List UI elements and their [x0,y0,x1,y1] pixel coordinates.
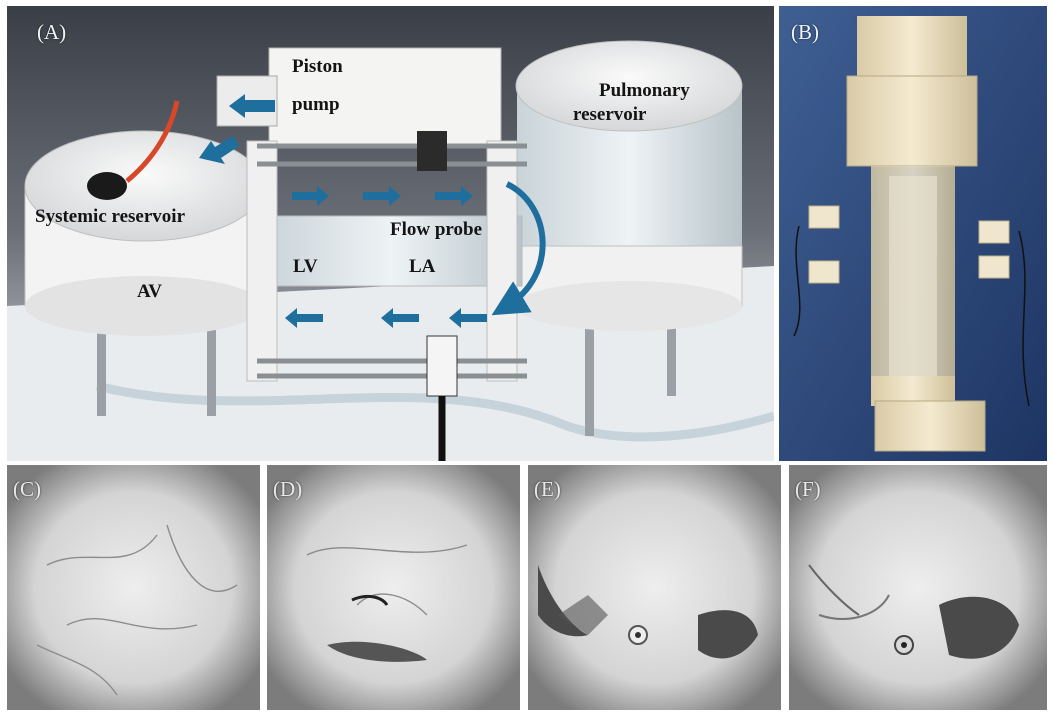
panel-a-label: (A) [37,20,67,44]
panel-e-illustration [528,465,781,710]
systemic-reservoir-label: Systemic reservoir [35,206,186,227]
panel-f-label: (F) [795,477,821,501]
pulmonary-reservoir-label-line1: Pulmonary [599,80,690,101]
panel-e-label: (E) [534,477,561,501]
lv-label: LV [293,256,318,277]
panel-e-frame: (E) [528,465,781,710]
panel-c-frame: (C) [7,465,260,710]
panel-d-illustration [267,465,520,710]
la-label: LA [409,256,436,277]
panel-f-illustration [789,465,1047,710]
piston-pump-label-line1: Piston [292,56,343,77]
flow-probe-label: Flow probe [390,219,483,240]
panel-b-photo: (B) [779,6,1047,461]
piston-pump-label-line2: pump [292,94,340,115]
panel-f-frame: (F) [789,465,1047,710]
panel-d-label: (D) [273,477,303,501]
panel-b-label: (B) [791,20,819,44]
pulmonary-reservoir-label-line2: reservoir [573,104,647,125]
panel-a-illustration [7,6,774,461]
panel-d-frame: (D) [267,465,520,710]
panel-a-photo: (A) Piston pump Pulmonary reservoir Syst… [7,6,774,461]
panel-c-label: (C) [13,477,41,501]
panel-b-illustration [779,6,1047,461]
panel-c-illustration [7,465,260,710]
av-label: AV [137,281,162,302]
